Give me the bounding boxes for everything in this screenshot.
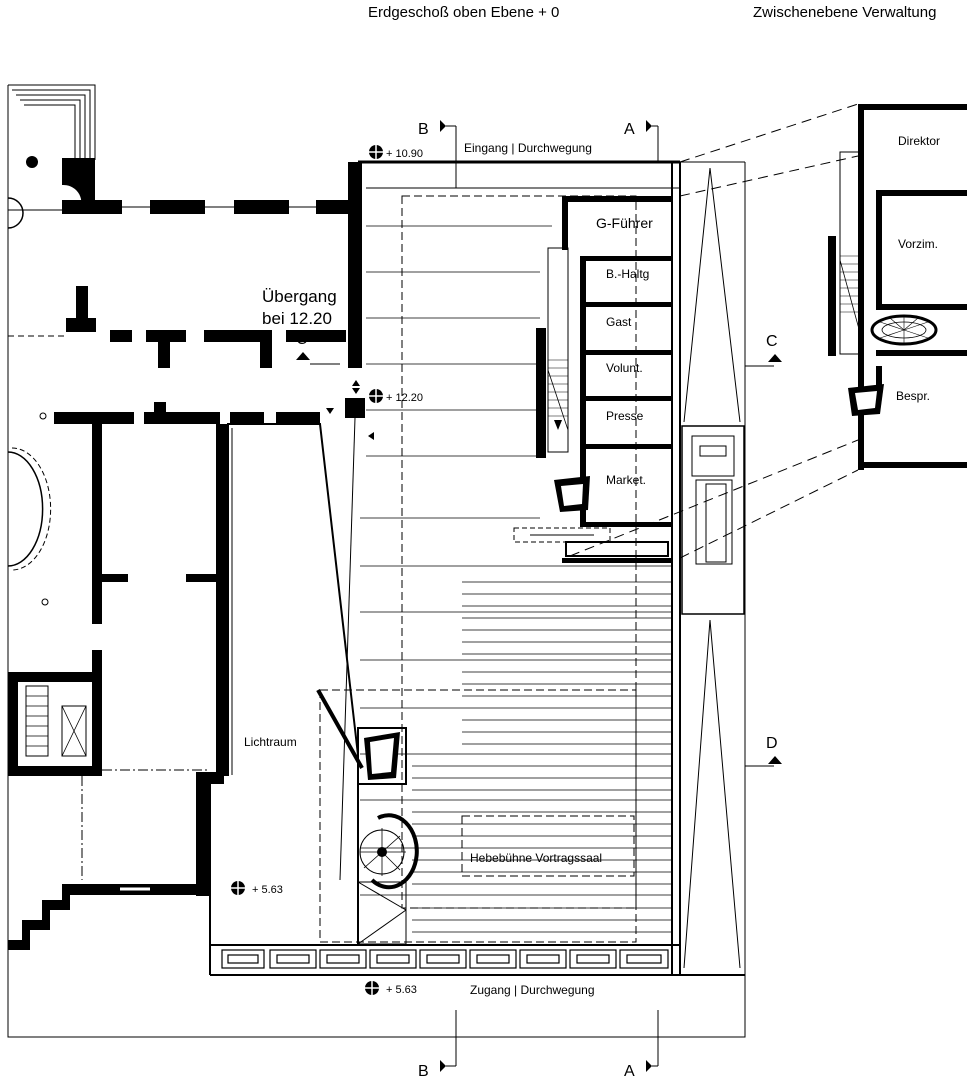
level-marker-mid-icon	[368, 388, 384, 404]
label-eingang: Eingang | Durchwegung	[464, 141, 592, 155]
section-a-bottom: A	[624, 1063, 635, 1080]
section-b-top: B	[418, 121, 429, 138]
level-markers: + 10.90 + 12.20 + 5.63 + 5.63	[230, 144, 423, 996]
room-labels: G-Führer B.-Haltg Gast Volunt. Presse Ma…	[596, 134, 940, 487]
room-presse: Presse	[606, 409, 644, 423]
section-b-bottom: B	[418, 1063, 429, 1080]
section-markers: B A B A C C D	[296, 120, 782, 1080]
title-erdgeschoss: Erdgeschoß oben Ebene + 0	[368, 4, 559, 21]
outer-boundary	[7, 85, 746, 1038]
level-marker-top-icon	[368, 144, 384, 160]
label-uebergang-1: Übergang	[262, 287, 337, 306]
spiral-stair	[359, 813, 419, 890]
label-zugang: Zugang | Durchwegung	[470, 983, 595, 997]
office-block	[513, 196, 672, 563]
level-marker-left-icon	[230, 880, 246, 896]
room-bespr: Bespr.	[896, 389, 930, 403]
room-market: Market.	[606, 473, 646, 487]
level-top: + 10.90	[386, 148, 423, 160]
room-direktor: Direktor	[898, 134, 940, 148]
room-b-haltg: B.-Haltg	[606, 267, 649, 281]
right-strip	[680, 161, 746, 969]
level-bottom: + 5.63	[386, 984, 417, 996]
section-c-left: C	[296, 331, 308, 348]
label-lichtraum: Lichtraum	[244, 735, 297, 749]
level-marker-bottom-icon	[364, 980, 380, 996]
title-zwischenebene: Zwischenebene Verwaltung	[753, 4, 936, 21]
verwaltung-plan	[828, 104, 967, 470]
room-volunt: Volunt.	[606, 361, 643, 375]
room-g-fuehrer: G-Führer	[596, 215, 653, 231]
label-hebebuehne: Hebebühne Vortragssaal	[470, 851, 602, 865]
existing-building-walls	[7, 84, 356, 950]
room-gast: Gast	[606, 315, 632, 329]
label-uebergang-2: bei 12.20	[262, 309, 332, 328]
section-a-top: A	[624, 121, 635, 138]
section-c-right: C	[766, 333, 778, 350]
text-labels: Eingang | Durchwegung Zugang | Durchwegu…	[244, 141, 602, 997]
room-vorzim: Vorzim.	[898, 237, 938, 251]
section-d-right: D	[766, 735, 778, 752]
main-hall	[209, 160, 745, 976]
projection-lines	[569, 103, 859, 559]
level-mid: + 12.20	[386, 392, 423, 404]
level-left-low: + 5.63	[252, 884, 283, 896]
